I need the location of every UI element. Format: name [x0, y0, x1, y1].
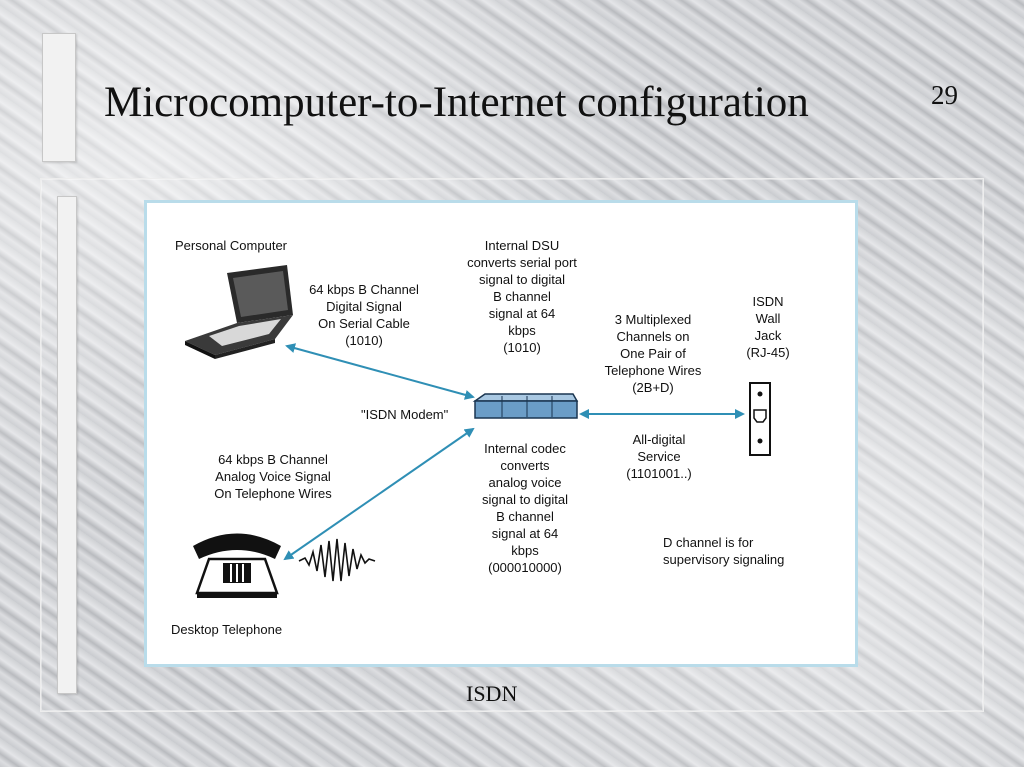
sound-wave-icon	[298, 538, 376, 582]
label-personal-computer: Personal Computer	[175, 238, 287, 253]
label-wall-jack: ISDN Wall Jack (RJ-45)	[746, 294, 790, 360]
label-internal-codec: Internal codec converts analog voice sig…	[482, 441, 568, 575]
slide-title: Microcomputer-to-Internet configuration	[104, 79, 809, 126]
decorative-bar-top	[42, 33, 76, 162]
label-all-digital: All-digital Service (1101001..)	[626, 432, 692, 481]
telephone-icon	[193, 533, 281, 598]
label-d-channel: D channel is for supervisory signaling	[663, 535, 785, 567]
decorative-bar-side	[57, 196, 77, 694]
label-isdn-modem: "ISDN Modem"	[361, 407, 449, 422]
diagram-graphics	[185, 265, 771, 598]
label-phone-link: 64 kbps B Channel Analog Voice Signal On…	[214, 452, 332, 501]
label-multiplexed-channels: 3 Multiplexed Channels on One Pair of Te…	[604, 312, 702, 395]
isdn-diagram: Personal Computer 64 kbps B Channel Digi…	[144, 200, 858, 667]
label-desktop-telephone: Desktop Telephone	[171, 622, 283, 637]
modem-phone-arrow	[283, 427, 475, 561]
laptop-icon	[185, 265, 293, 359]
label-pc-link: 64 kbps B Channel Digital Signal On Seri…	[309, 282, 419, 348]
label-internal-dsu: Internal DSU converts serial port signal…	[467, 238, 577, 355]
slide-caption: ISDN	[466, 681, 518, 706]
isdn-modem-icon	[472, 393, 579, 419]
content-frame	[40, 178, 984, 712]
wall-jack-icon	[749, 382, 771, 456]
slide-number: 29	[931, 80, 958, 110]
pc-modem-arrow	[285, 343, 475, 400]
